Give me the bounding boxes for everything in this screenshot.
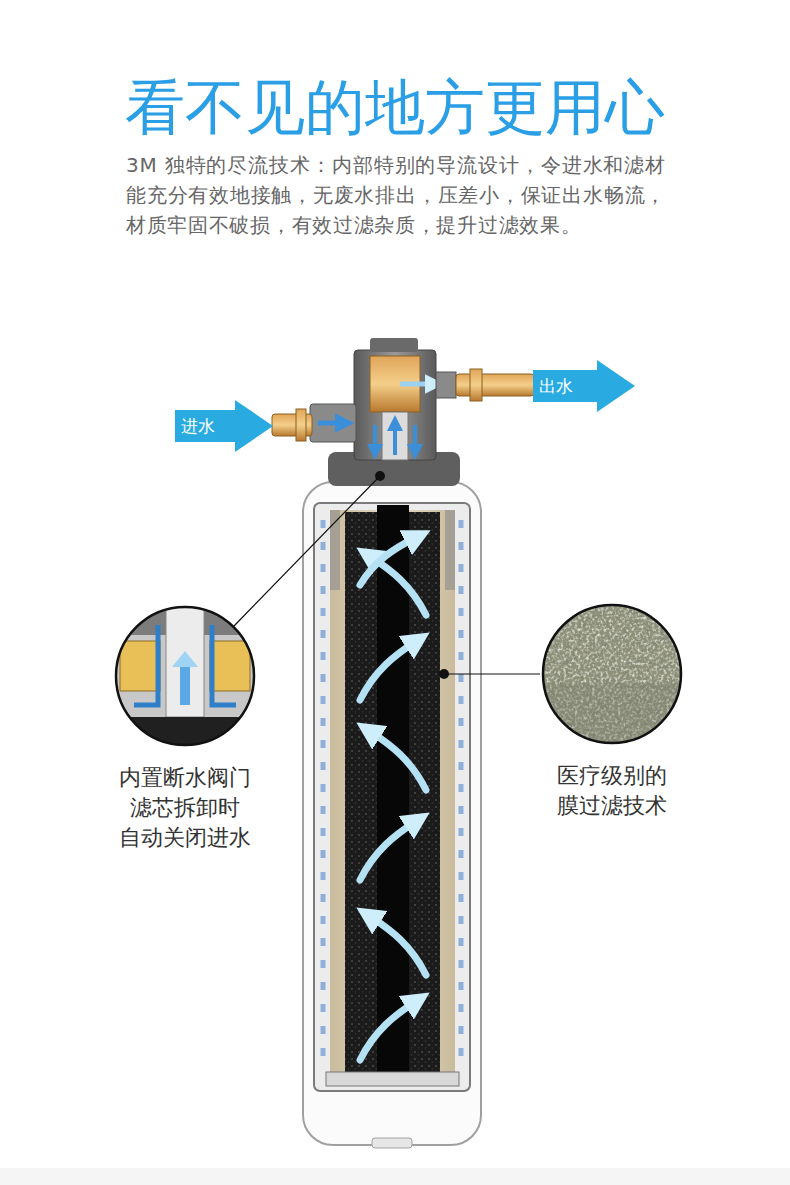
illustration-part [541,603,683,745]
illustration-part [120,641,160,691]
illustration-part [210,641,250,691]
callout-node: 医疗级别的 膜过滤技术 [507,603,717,821]
illustration-part [360,1002,415,1060]
arrow-polygon [533,360,635,412]
illustration-part [114,605,256,747]
illustration-part [212,625,236,705]
illustration-part [371,732,426,790]
illustration-part [114,717,256,747]
illustration-part [370,338,418,352]
arrow-node: 进水 [175,400,273,452]
illustration-part [321,520,326,1070]
illustration-part [436,372,456,398]
arrow-polygon [175,400,273,452]
illustration-part [459,520,464,1070]
illustration-part [377,505,409,1075]
callout-node: 内置断水阀门 滤芯拆卸时 自动关闭进水 [80,605,290,853]
intro-text: 3M 独特的尽流技术：内部特别的导流设计，令进水和滤材能充分有效地接触，无废水排… [126,150,666,240]
callout-text: 内置断水阀门 滤芯拆卸时 自动关闭进水 [112,763,257,853]
illustration-part [456,374,534,396]
illustration-part [234,479,377,626]
illustration-part [445,510,455,590]
illustration-part [541,603,683,745]
illustration-part [314,503,470,1091]
illustration-part [360,822,415,880]
callout-text: 医疗级别的 膜过滤技术 [547,761,677,821]
illustration-part [318,421,342,426]
illustration-part [382,412,408,460]
callout-image [114,605,256,747]
illustration-part [470,369,482,401]
callout-circle [114,605,256,747]
illustration-part [439,669,449,679]
illustration-part [114,605,256,747]
illustration-part [172,651,198,667]
arrow-label: 进水 [175,400,215,452]
illustration-part [180,665,190,705]
illustration-part [296,409,306,441]
illustration-part [134,625,158,705]
illustration-part [310,404,356,442]
arrow-label: 出水 [533,360,573,412]
illustration-part [354,350,436,460]
illustration-part [360,538,426,1060]
illustration-part [375,471,385,481]
callout-circle [541,603,683,745]
illustration-part [400,382,432,387]
illustration-part [0,1168,790,1185]
illustration-part [541,603,683,745]
illustration-part [371,917,426,975]
illustration-part [360,538,415,585]
illustration-part [116,607,254,745]
illustration-part [303,482,481,1145]
illustration-part [541,683,683,745]
illustration-part [448,673,540,674]
illustration-part [543,605,681,743]
illustration-part [393,425,397,455]
illustration-part [541,603,683,745]
illustration-part [360,642,415,700]
illustration-part [372,1138,412,1148]
callout-image [541,603,683,745]
page-title: 看不见的地方更用心 [0,72,790,142]
arrow-node: 出水 [533,360,635,412]
illustration-part [373,425,377,450]
illustration-part [166,605,204,717]
illustration-part [326,1072,459,1086]
illustration-part [413,425,417,450]
